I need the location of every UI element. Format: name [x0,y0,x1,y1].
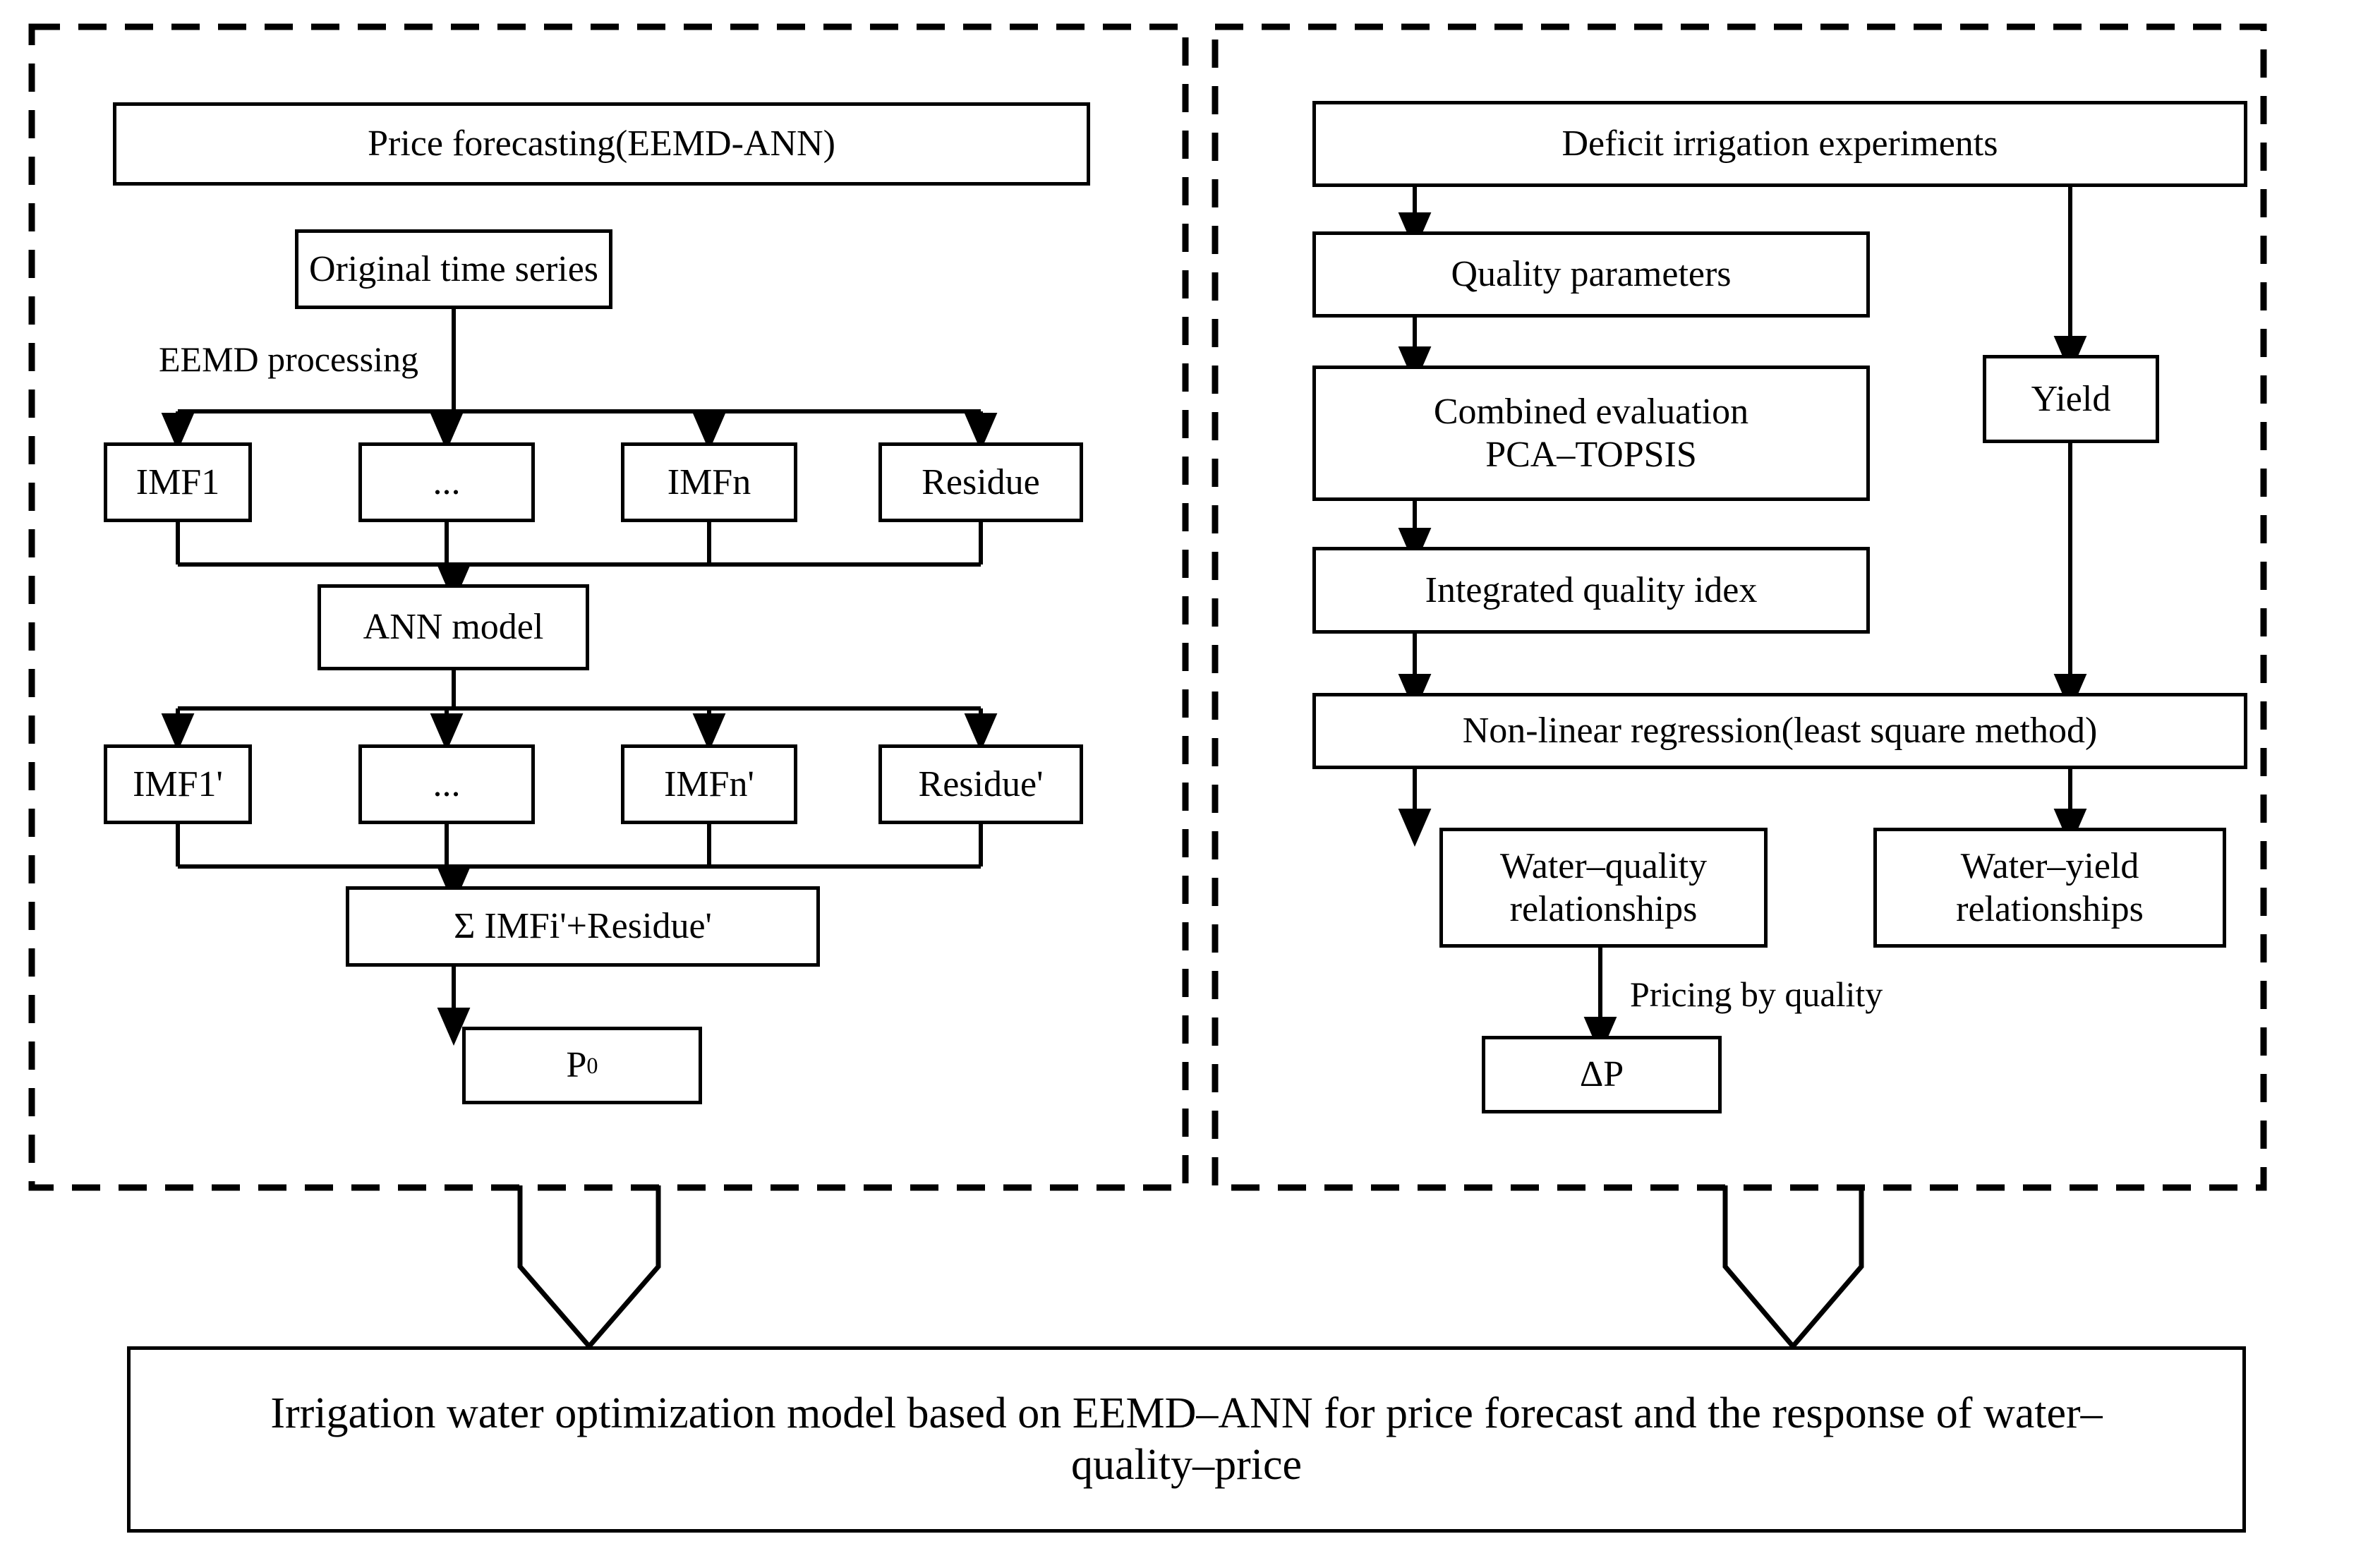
water-yield-line-1: Water–yield [1960,845,2139,886]
edge-label-pricing-by-quality: Pricing by quality [1630,974,1883,1014]
node-water-yield-relationships[interactable]: Water–yield relationships [1873,828,2226,948]
node-price-forecasting-header[interactable]: Price forecasting(EEMD-ANN) [113,102,1090,186]
node-imf-ellipsis-2[interactable]: ... [358,744,535,824]
node-delta-p[interactable]: ΔP [1482,1036,1722,1113]
node-nonlinear-regression[interactable]: Non-linear regression(least square metho… [1312,693,2247,769]
node-p0-subscript: 0 [586,1052,598,1078]
water-yield-line-2: relationships [1956,889,2144,929]
combined-evaluation-line-1: Combined evaluation [1433,391,1749,432]
node-imf-ellipsis-1[interactable]: ... [358,442,535,522]
node-quality-parameters[interactable]: Quality parameters [1312,231,1870,318]
node-imfn-prime[interactable]: IMFn' [621,744,797,824]
node-ann-model[interactable]: ANN model [318,584,589,670]
node-p0-label: P [566,1045,587,1086]
node-combined-evaluation-pca-topsis[interactable]: Combined evaluation PCA–TOPSIS [1312,366,1870,501]
node-residue-prime[interactable]: Residue' [878,744,1083,824]
water-quality-line-1: Water–quality [1499,845,1708,886]
node-deficit-irrigation-experiments[interactable]: Deficit irrigation experiments [1312,101,2247,187]
water-quality-line-2: relationships [1509,889,1698,929]
node-original-time-series[interactable]: Original time series [295,229,612,309]
node-imf1[interactable]: IMF1 [104,442,252,522]
combined-evaluation-line-2: PCA–TOPSIS [1485,435,1697,475]
node-sum-imf-residue[interactable]: Σ IMFi'+Residue' [346,886,820,967]
node-imf1-prime[interactable]: IMF1' [104,744,252,824]
node-imfn[interactable]: IMFn [621,442,797,522]
node-residue[interactable]: Residue [878,442,1083,522]
node-integrated-quality-index[interactable]: Integrated quality idex [1312,547,1870,634]
node-water-quality-relationships[interactable]: Water–quality relationships [1439,828,1768,948]
node-summary-model[interactable]: Irrigation water optimization model base… [127,1346,2246,1533]
node-yield[interactable]: Yield [1983,355,2159,443]
edge-label-eemd-processing: EEMD processing [159,339,418,379]
